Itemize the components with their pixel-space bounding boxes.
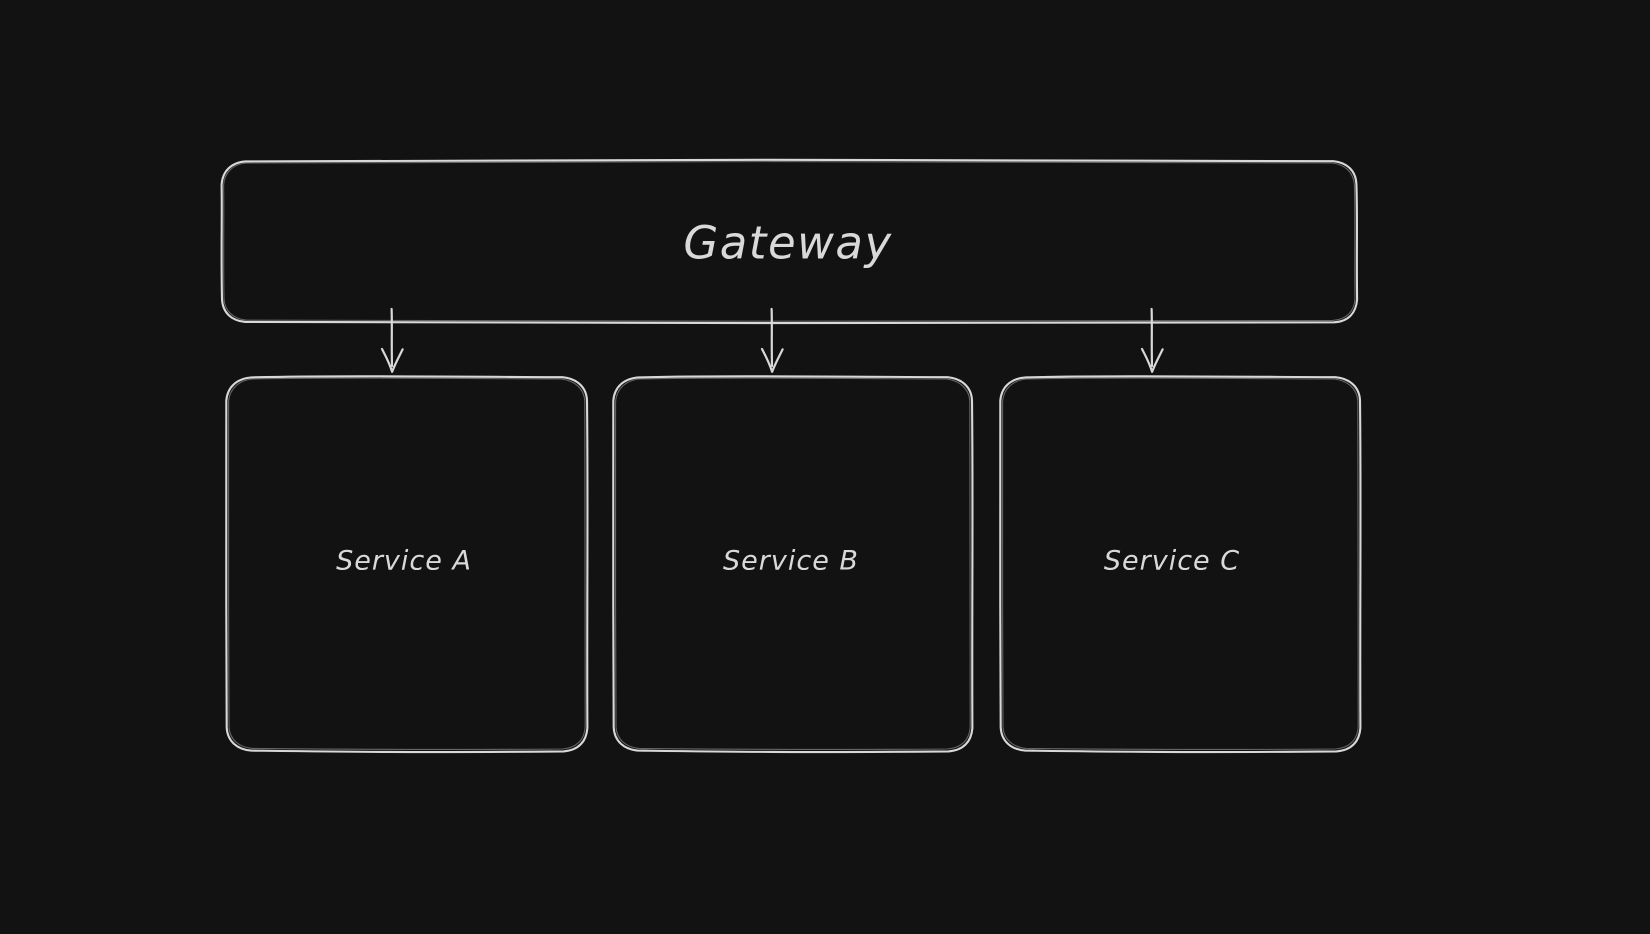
edge-gateway-to-service-c-arrowhead	[1140, 347, 1164, 373]
edge-gateway-to-service-a[interactable]	[380, 307, 404, 373]
node-gateway-hit-area[interactable]	[222, 160, 1357, 323]
node-service-a[interactable]	[225, 375, 589, 754]
node-service-a-hit-area[interactable]	[226, 376, 587, 752]
node-service-c-hit-area[interactable]	[1000, 376, 1360, 752]
edge-gateway-to-service-b[interactable]	[760, 307, 784, 373]
edge-gateway-to-service-c[interactable]	[1140, 307, 1164, 373]
node-gateway-outline	[220, 158, 1359, 325]
edge-gateway-to-service-a-arrowhead	[380, 347, 404, 373]
node-service-a-outline-pass2	[228, 377, 586, 751]
node-service-c[interactable]	[999, 375, 1362, 754]
node-gateway[interactable]	[220, 158, 1359, 325]
node-gateway-outline-pass2	[223, 161, 1356, 322]
edge-gateway-to-service-b-arrowhead	[760, 347, 784, 373]
node-service-b[interactable]	[612, 375, 974, 754]
node-service-b-outline	[612, 375, 974, 754]
node-service-a-outline	[225, 375, 589, 754]
node-service-b-outline-pass2	[615, 377, 971, 751]
node-service-c-outline-pass2	[1002, 377, 1359, 751]
node-service-c-outline	[999, 375, 1362, 754]
node-service-b-hit-area[interactable]	[613, 376, 972, 752]
